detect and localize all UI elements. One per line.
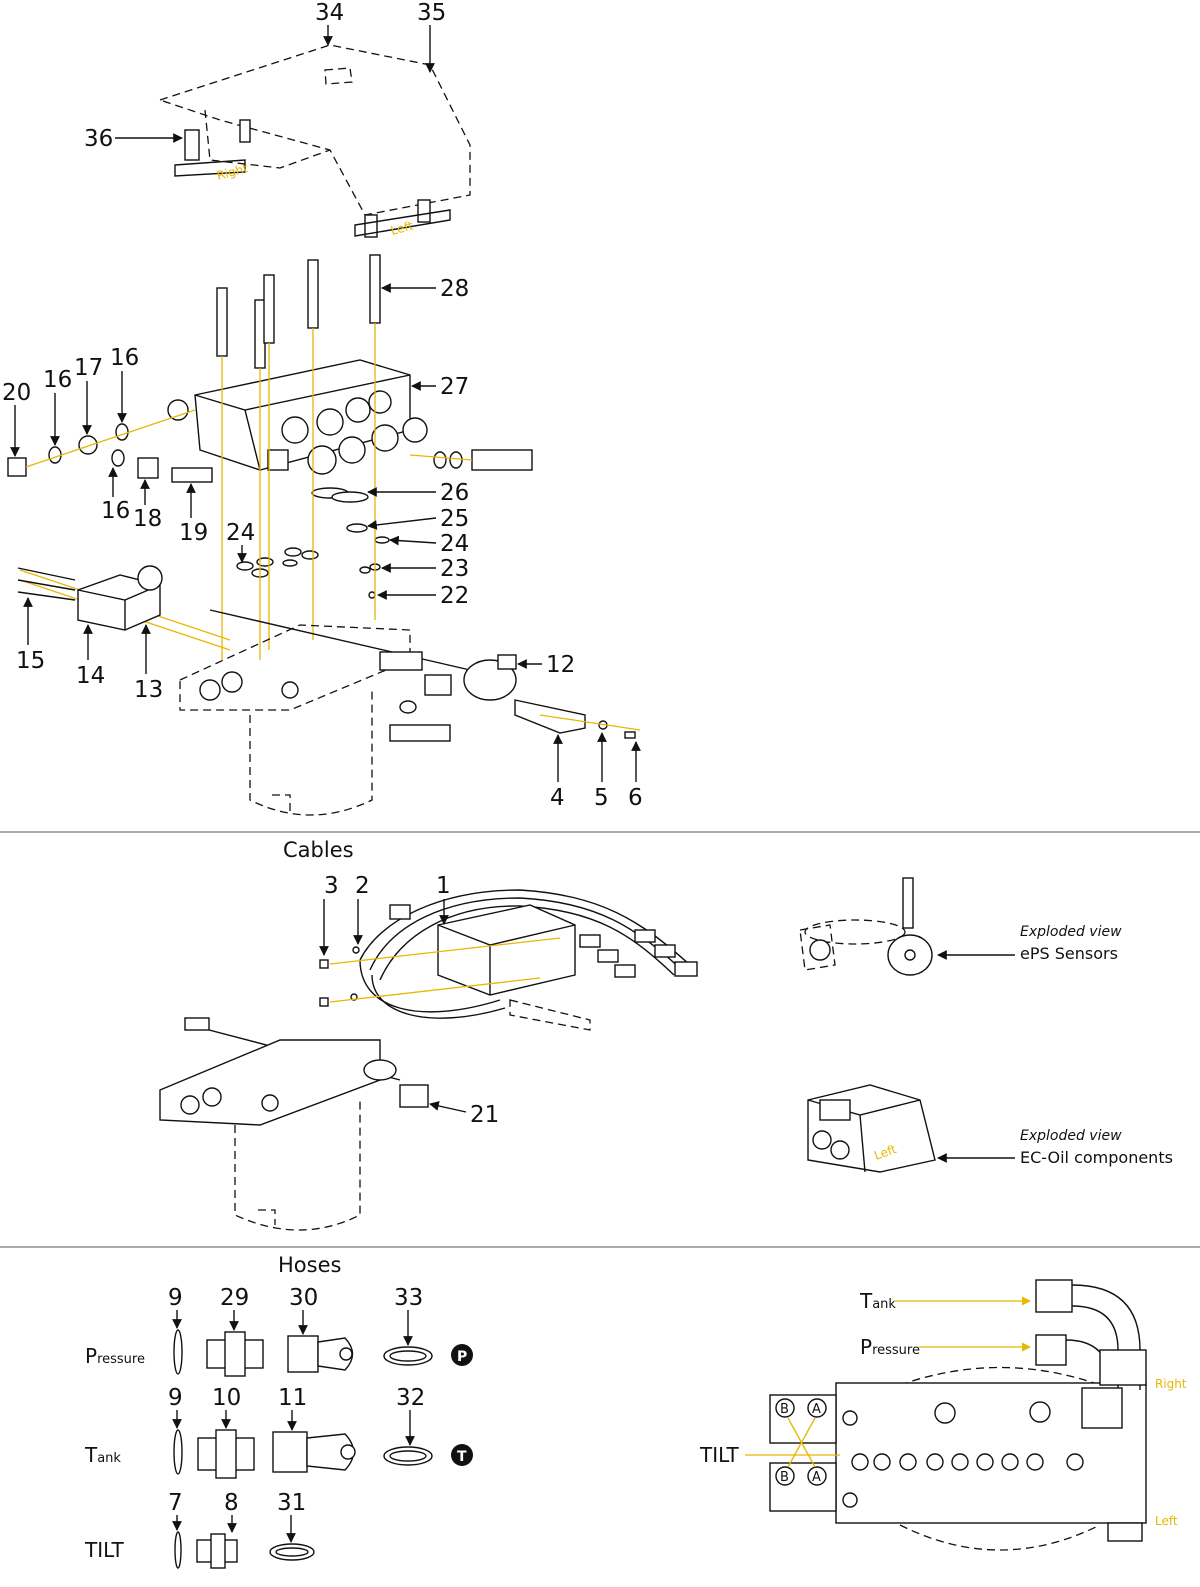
callout-20: 20 [2,380,31,406]
callout-24b: 24 [440,531,469,557]
eps-caption: Exploded view [1020,924,1122,940]
callout-30: 30 [289,1285,318,1311]
lower-manifold [179,624,411,816]
callout-27: 27 [440,374,469,400]
callout-29: 29 [220,1285,249,1311]
port-b-top: B [780,1402,789,1417]
callout-4: 4 [550,785,565,811]
callout-36: 36 [84,126,113,152]
cover-side-right: Right [215,161,249,183]
row-label-tilt: TILT [84,1538,125,1562]
port-label-pressure: Pressure [860,1335,920,1359]
callout-6: 6 [628,785,643,811]
solenoid-block [17,565,163,631]
ecoil-thumbnail: Left [807,1084,936,1173]
callout-23: 23 [440,556,469,582]
valve-block [167,359,428,475]
callout-35: 35 [417,0,446,26]
port-side-left: Left [1155,1514,1178,1528]
callout-31: 31 [277,1490,306,1516]
hose-row-tank: Tank T [84,1429,473,1479]
callout-34: 34 [315,0,344,26]
port-b-bottom: B [780,1470,789,1485]
callout-24a: 24 [226,520,255,546]
callout-25: 25 [440,506,469,532]
ecoil-caption: Exploded view [1020,1128,1122,1144]
callout-19: 19 [179,520,208,546]
pressure-badge-letter: P [457,1349,467,1365]
tank-badge [451,1444,473,1466]
callout-10: 10 [212,1385,241,1411]
callout-9b: 9 [168,1385,183,1411]
callout-17: 17 [74,355,103,381]
cables-manifold [159,1017,429,1231]
ecoil-title: EC-Oil components [1020,1148,1173,1167]
cover-side-left: Left [389,218,415,237]
port-side-right: Right [1155,1377,1187,1391]
row-label-pressure: Pressure [85,1344,145,1368]
callouts-top: 34 35 36 28 27 26 25 24 23 22 24 20 16 1… [2,0,643,811]
callout-18: 18 [133,506,162,532]
callout-13: 13 [134,677,163,703]
sensor-and-bracket [209,609,641,742]
right-side-fittings [433,449,533,471]
left-side-fittings [7,423,213,483]
hose-row-pressure: Pressure P [85,1329,473,1377]
row-label-tank: Tank [84,1443,121,1467]
callout-9a: 9 [168,1285,183,1311]
pressure-badge [451,1344,473,1366]
section-title-hoses: Hoses [278,1253,341,1277]
eps-title: ePS Sensors [1020,944,1118,963]
callout-11: 11 [278,1385,307,1411]
callout-16b: 16 [110,345,139,371]
callout-8: 8 [224,1490,239,1516]
callout-3: 3 [324,873,339,899]
callout-12: 12 [546,652,575,678]
callout-1: 1 [436,873,451,899]
callout-33: 33 [394,1285,423,1311]
port-label-tank: Tank [859,1289,896,1313]
cover-assembly: Right Left [157,44,471,238]
port-a-top: A [812,1402,821,1417]
hose-row-tilt: TILT [84,1531,315,1569]
callout-2: 2 [355,873,370,899]
callout-15: 15 [16,648,45,674]
callout-16c: 16 [101,498,130,524]
callout-16a: 16 [43,367,72,393]
port-label-tilt: TILT [699,1443,740,1467]
eps-sensors-thumbnail [799,877,933,976]
section-title-cables: Cables [283,838,354,862]
callout-28: 28 [440,276,469,302]
tank-badge-letter: T [457,1449,467,1465]
callout-22: 22 [440,583,469,609]
callout-26: 26 [440,480,469,506]
callout-21: 21 [470,1102,499,1128]
cable-harness [319,889,698,1031]
yellow-guide-lines [19,323,473,660]
callout-5: 5 [594,785,609,811]
callout-32: 32 [396,1385,425,1411]
port-diagram: B A B A [745,1279,1147,1551]
port-a-bottom: A [812,1470,821,1485]
valve-block-bolts [216,254,381,369]
callout-14: 14 [76,663,105,689]
callout-7: 7 [168,1490,183,1516]
